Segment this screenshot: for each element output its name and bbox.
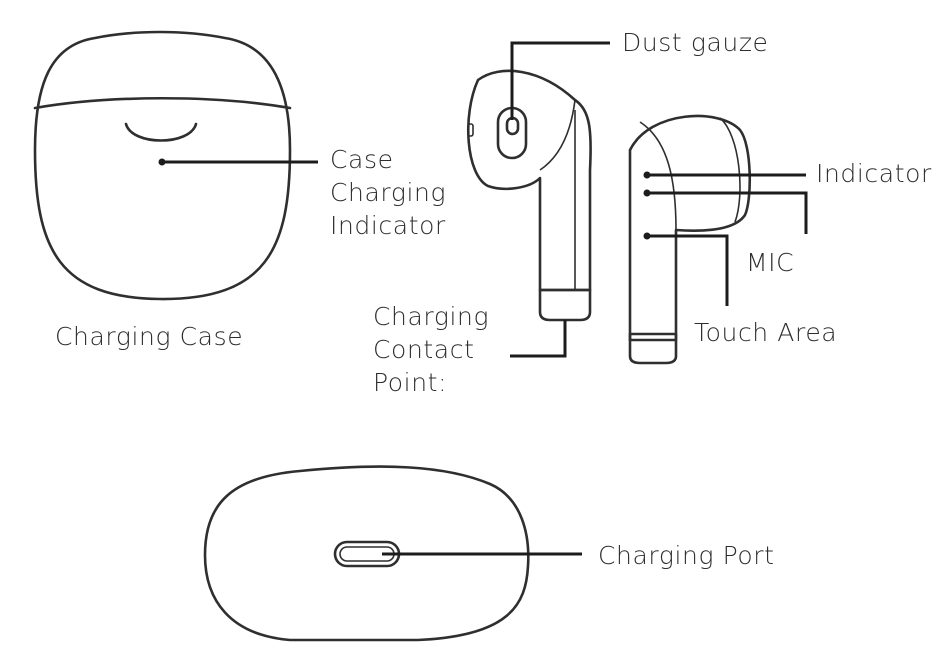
case-indicator-label-line1: Case [330, 145, 394, 174]
charging-case-body [33, 30, 292, 301]
case-indicator-label-line3: Indicator [330, 211, 446, 240]
charging-contact-label-line3: Point: [373, 368, 447, 397]
dust-gauze-inner [505, 116, 520, 136]
charging-contact-leader [510, 320, 567, 358]
left-earbud-illustration [466, 41, 610, 358]
left-earbud-side-nub [467, 123, 474, 137]
touch-area-leader [647, 234, 729, 306]
charging-case-illustration [33, 30, 318, 301]
right-earbud-body [628, 114, 752, 342]
touch-area-label: Touch Area [694, 318, 837, 347]
left-earbud-body [466, 69, 592, 292]
charging-case-notch [124, 122, 198, 142]
right-earbud-rim [719, 117, 741, 223]
mic-label: MIC [746, 248, 794, 277]
mic-leader [647, 191, 808, 234]
left-earbud-tip [538, 288, 592, 322]
charging-contact-label-line1: Charging [373, 302, 489, 331]
dust-gauze-label: Dust gauze [622, 28, 769, 57]
right-earbud-tip [628, 332, 678, 365]
indicator-label: Indicator [816, 159, 932, 188]
charging-case-label: Charging Case [55, 322, 243, 351]
right-earbud-illustration [628, 114, 808, 365]
case-indicator-label-line2: Charging [330, 178, 446, 207]
charging-port-label: Charging Port [598, 541, 775, 570]
case-bottom-body [203, 465, 530, 642]
right-earbud-head-inner [639, 121, 677, 231]
left-earbud-inner-rim [539, 99, 576, 171]
case-bottom-illustration [203, 465, 582, 642]
charging-case-lid-seam [33, 96, 292, 110]
dust-gauze-leader [510, 41, 610, 120]
charging-contact-label-line2: Contact [373, 335, 474, 364]
